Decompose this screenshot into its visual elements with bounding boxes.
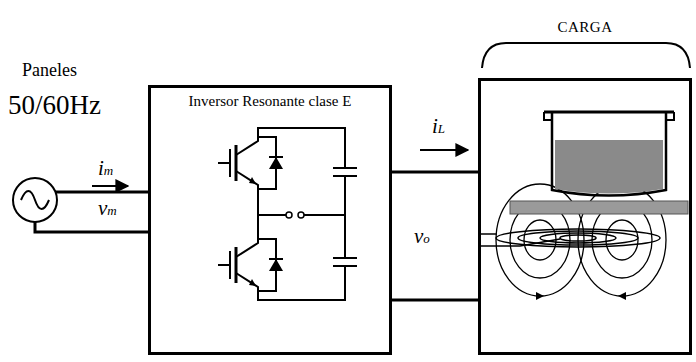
- field-arrows-part: [618, 292, 626, 300]
- signal-name: im: [98, 156, 113, 180]
- half-bridge-part-part: [258, 128, 345, 168]
- half-bridge: [218, 128, 357, 300]
- load-box: CARGA: [478, 78, 692, 355]
- half-bridge-part: [298, 212, 304, 218]
- half-bridge-part-part: [333, 258, 357, 266]
- frequency-label: 50/60Hz: [8, 90, 101, 121]
- source-caption: Paneles: [22, 60, 77, 81]
- current-arrow: [420, 149, 468, 151]
- half-bridge-part: [258, 128, 357, 300]
- load-bracket: [482, 43, 690, 68]
- ac-source-part: [21, 191, 49, 209]
- hob-plate: [510, 201, 688, 214]
- half-bridge-part: [218, 133, 283, 193]
- source-wires-part: [35, 222, 148, 232]
- inverter-box: Inversor Resonante clase E: [148, 85, 392, 355]
- field-arrows: [536, 292, 626, 300]
- induction-coil-part: [481, 234, 560, 246]
- half-bridge-part-part: [333, 168, 357, 176]
- half-bridge-part-part: [258, 266, 345, 300]
- field-arrows-part: [536, 292, 544, 300]
- signal-name: vm: [98, 196, 117, 220]
- pot-part: [555, 140, 663, 194]
- pot-part: [544, 111, 674, 114]
- half-bridge-part: [218, 235, 283, 295]
- current-label: iL: [432, 114, 445, 138]
- box-title: Inversor Resonante clase E: [151, 88, 389, 110]
- induction-coil-part: [560, 235, 596, 241]
- signal-name: vo: [414, 224, 430, 248]
- half-bridge-part: [286, 212, 292, 218]
- power-wire: [392, 299, 478, 302]
- pot-part: [544, 112, 674, 120]
- pot-part: [552, 112, 666, 196]
- ac-source: [13, 178, 57, 222]
- current-arrow: [92, 185, 128, 187]
- source-wires-part: [55, 191, 148, 194]
- power-wire: [392, 171, 478, 174]
- source-wires: [35, 192, 148, 232]
- induction-coil-part: [496, 229, 660, 247]
- pot: [544, 112, 674, 196]
- induction-coil-part: [540, 233, 616, 243]
- ac-source-part: [13, 178, 57, 222]
- induction-coil: [481, 229, 660, 247]
- box-heading: CARGA: [481, 19, 689, 36]
- half-bridge-part-part: [344, 176, 346, 258]
